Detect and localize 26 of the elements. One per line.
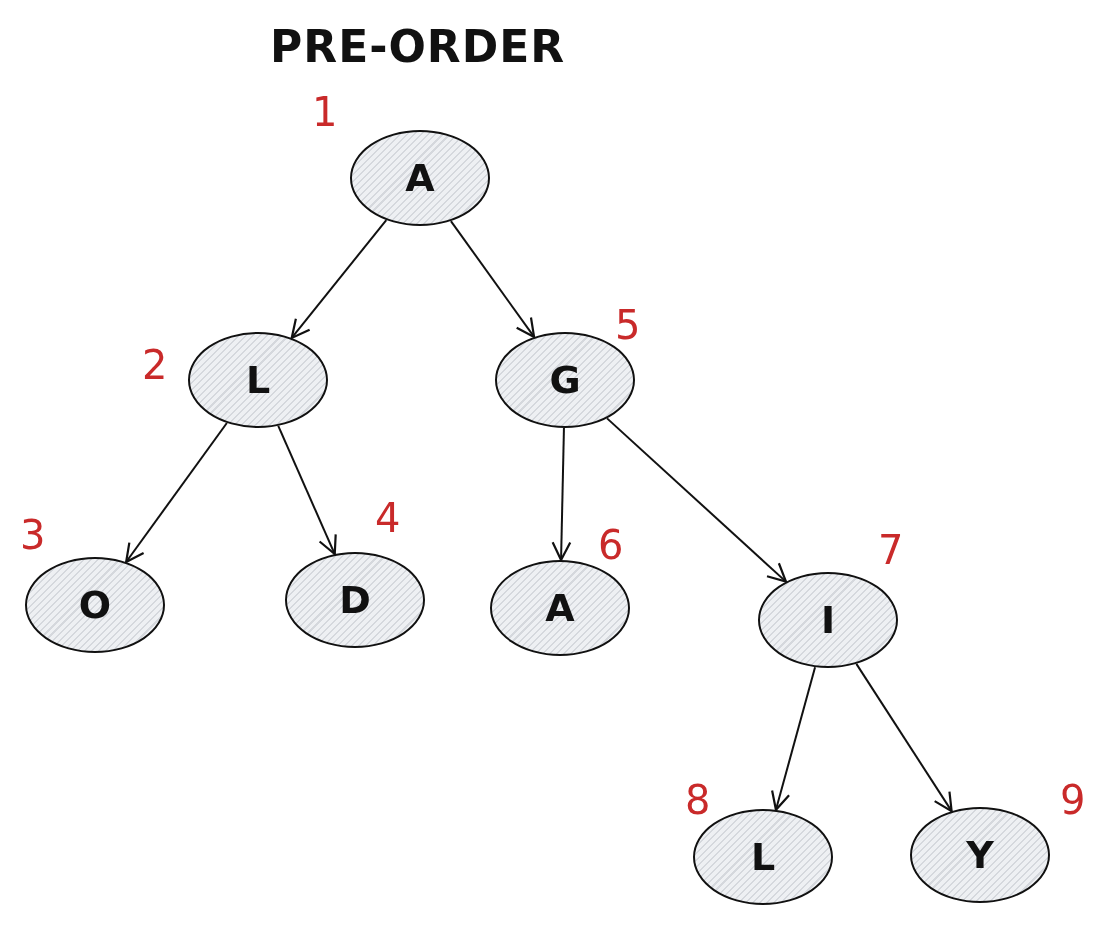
node-letter: L xyxy=(245,358,271,402)
node-letter: Y xyxy=(966,833,994,877)
arrow xyxy=(855,662,953,813)
order-number: 6 xyxy=(598,525,624,565)
diagram-title: PRE-ORDER xyxy=(270,25,566,69)
order-number: 9 xyxy=(1060,780,1086,820)
node-letter: L xyxy=(750,835,776,879)
order-number: 8 xyxy=(685,780,711,820)
order-number: 3 xyxy=(20,515,46,555)
node-letter: A xyxy=(545,586,575,630)
arrow xyxy=(606,417,788,583)
order-number: 2 xyxy=(142,345,168,385)
arrow xyxy=(449,220,536,339)
order-number: 5 xyxy=(615,305,641,345)
order-number: 1 xyxy=(312,92,338,132)
node-letter: D xyxy=(339,578,371,622)
node-letter: O xyxy=(78,583,112,627)
node-letter: A xyxy=(405,156,435,200)
order-number: 7 xyxy=(878,530,904,570)
arrow xyxy=(551,427,572,562)
order-number: 4 xyxy=(375,498,401,538)
arrow xyxy=(290,219,388,340)
arrow xyxy=(125,422,228,564)
node-letter: I xyxy=(820,598,836,642)
node-letter: G xyxy=(549,358,581,402)
arrow xyxy=(771,666,817,811)
